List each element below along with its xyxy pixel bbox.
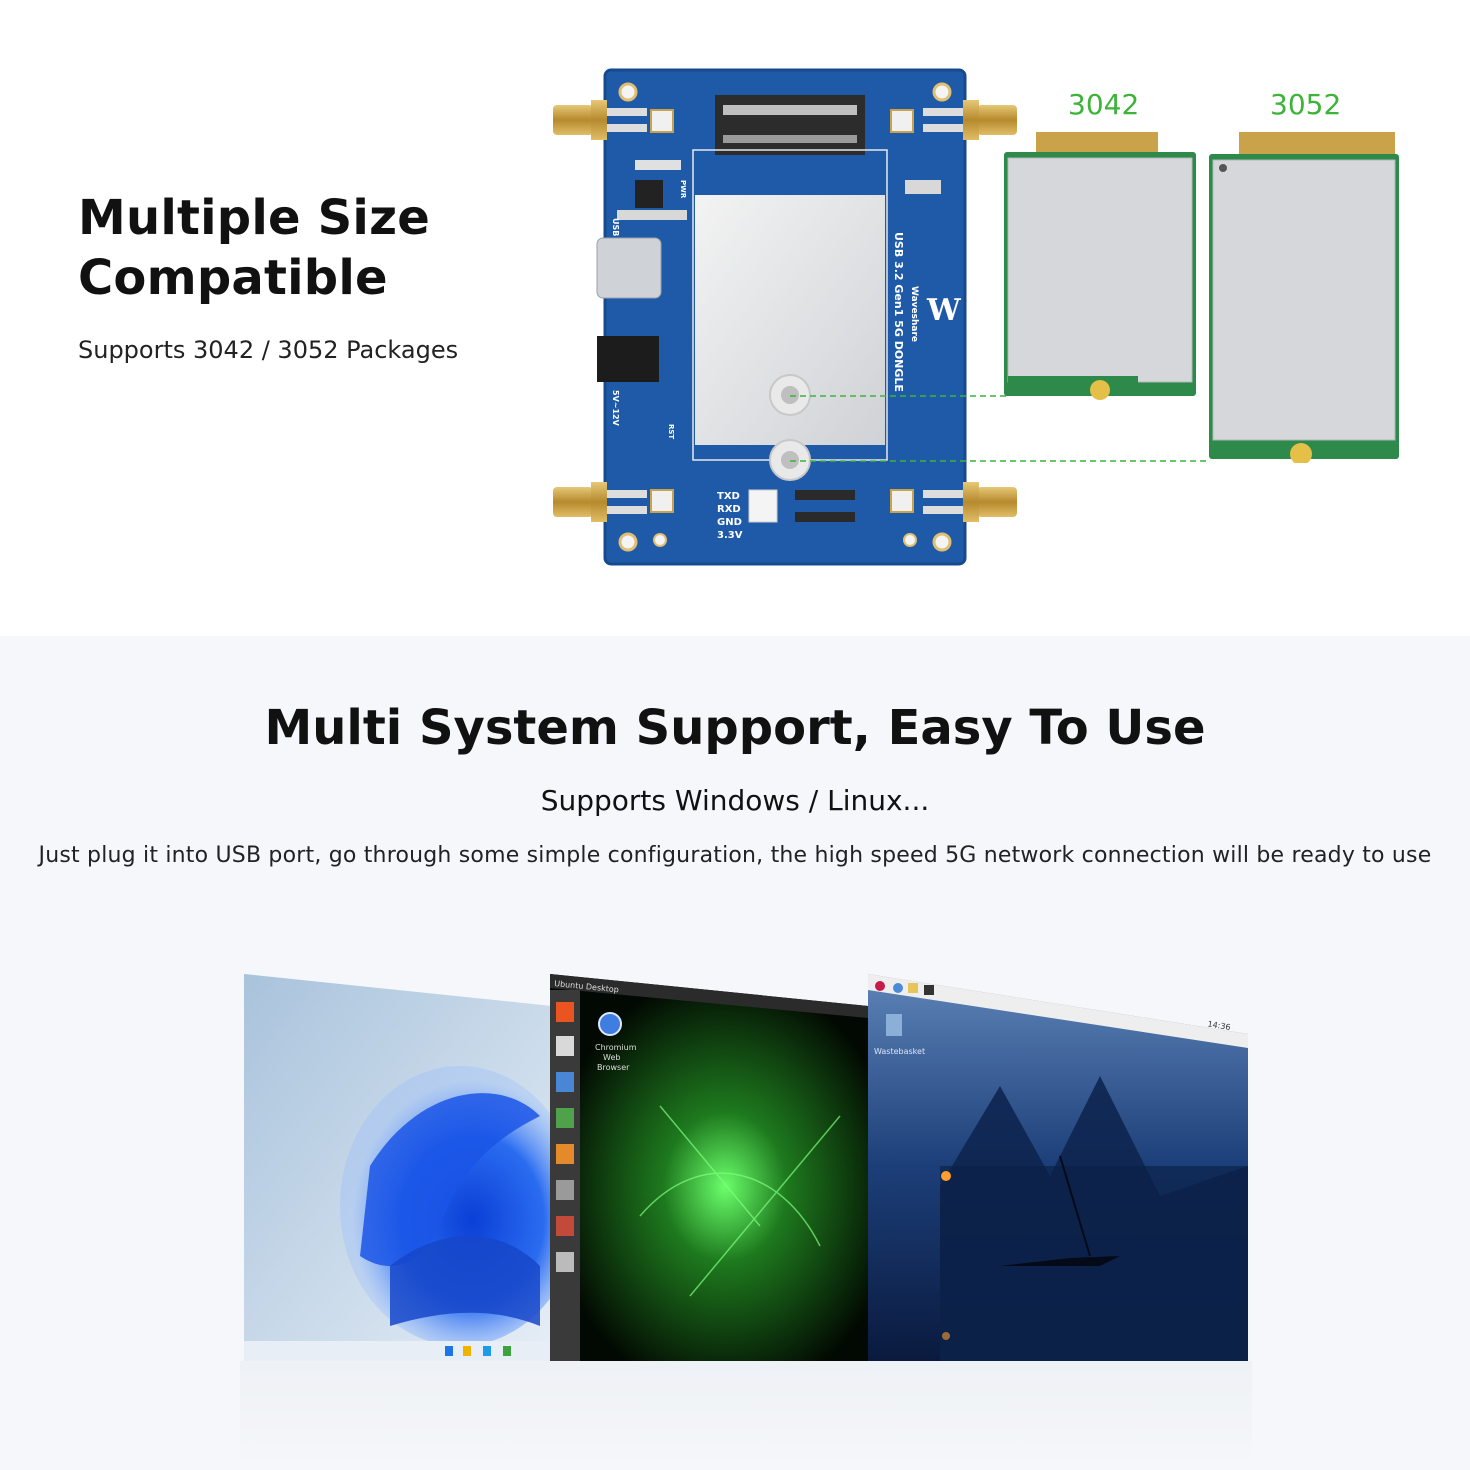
waveshare-logo: W	[926, 293, 962, 328]
ubuntu-app-label-2: Web	[603, 1053, 620, 1062]
module-3042-image	[1004, 132, 1196, 400]
board-rst-label: RST	[667, 424, 675, 439]
board-brand-text: Waveshare	[909, 286, 919, 342]
board-model-text: USB 3.2 Gen1 5G DONGLE	[892, 232, 905, 392]
rpi-desktop-icon-label: Wastebasket	[874, 1047, 925, 1056]
size-label-3042: 3042	[1068, 88, 1140, 121]
section2-subtitle: Supports Windows / Linux...	[540, 784, 930, 817]
section2-title: Multi System Support, Easy To Use	[264, 700, 1206, 756]
uart-pin-gnd: GND	[717, 517, 742, 528]
ubuntu-app-label-1: Chromium	[595, 1043, 637, 1052]
section1-title: Multiple Size Compatible	[78, 188, 430, 308]
alignment-guides	[790, 395, 1210, 462]
title-line-2: Compatible	[78, 250, 388, 306]
ubuntu-app-label-3: Browser	[597, 1063, 630, 1072]
size-label-3052: 3052	[1270, 88, 1342, 121]
module-3052-image	[1209, 132, 1399, 463]
board-power-label: 5V~12V	[611, 390, 620, 427]
section1-subtitle: Supports 3042 / 3052 Packages	[78, 336, 459, 364]
board-usb-label: USB	[611, 218, 620, 236]
section2-description: Just plug it into USB port, go through s…	[38, 843, 1432, 868]
ubuntu-screen: Ubuntu Desktop Chromium Web Browser	[550, 974, 868, 1361]
title-line-1: Multiple Size	[78, 190, 430, 246]
board-pwr-label: PWR	[679, 180, 687, 199]
os-screens-collage: Ubuntu Desktop Chromium Web Browser 14:3…	[240, 974, 1252, 1466]
raspberry-pi-screen: 14:36 Wastebasket	[868, 974, 1248, 1361]
uart-pin-txd: TXD	[717, 491, 740, 502]
windows-screen	[244, 974, 580, 1361]
uart-pin-rxd: RXD	[717, 504, 741, 515]
rpi-clock: 14:36	[1207, 1019, 1231, 1031]
uart-pin-33v: 3.3V	[717, 530, 743, 541]
dongle-board-image: USB 3.2 Gen1 5G DONGLE Waveshare USB 5V~…	[553, 68, 1017, 566]
